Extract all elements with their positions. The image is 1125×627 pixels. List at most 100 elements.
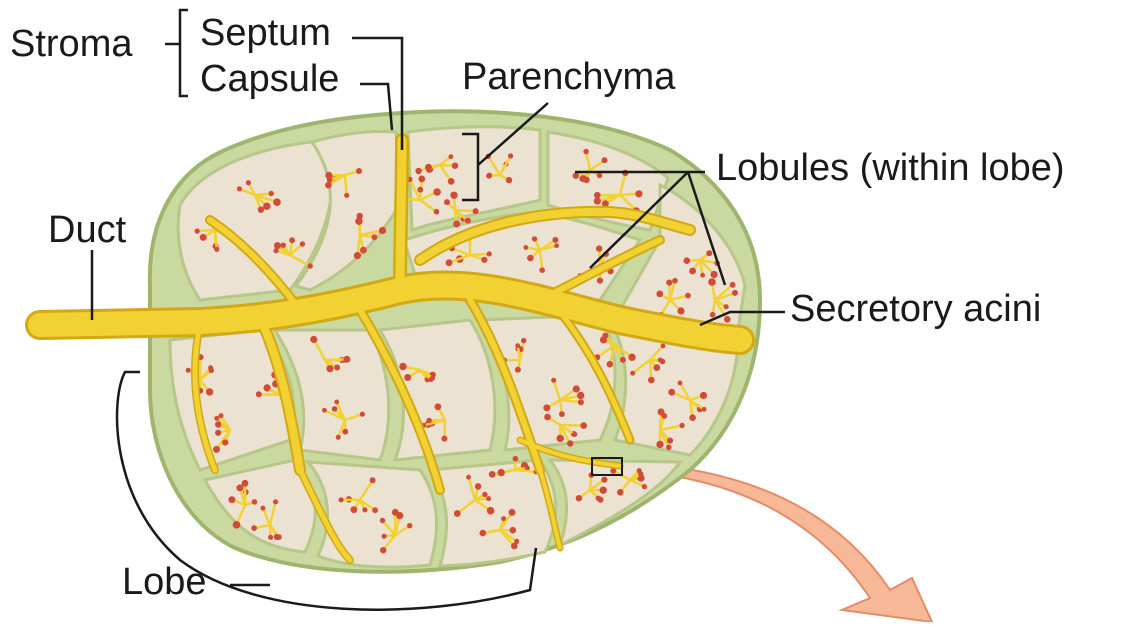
- acinus: [684, 257, 691, 264]
- acinus: [551, 378, 556, 383]
- acinus: [583, 149, 589, 155]
- acinus: [269, 191, 274, 196]
- acinus: [310, 336, 317, 343]
- acinus: [418, 176, 425, 183]
- acinus: [251, 525, 257, 531]
- acinus: [515, 367, 521, 373]
- acinus: [339, 497, 344, 502]
- acinus: [685, 293, 691, 299]
- label-secretory-acini: Secretory acini: [790, 290, 1041, 328]
- acinus: [544, 414, 551, 421]
- acinus: [362, 507, 367, 512]
- acinus: [444, 199, 450, 205]
- acinus: [700, 392, 707, 399]
- label-septum: Septum: [200, 14, 331, 52]
- acinus: [336, 435, 341, 440]
- acinus: [596, 496, 601, 501]
- acinus: [325, 182, 332, 189]
- acinus: [334, 365, 340, 371]
- acinus: [435, 403, 442, 410]
- acinus: [567, 440, 573, 446]
- acinus: [577, 392, 584, 399]
- acinus: [215, 421, 221, 427]
- acinus: [186, 368, 191, 373]
- acinus: [372, 507, 378, 513]
- acinus: [487, 507, 495, 515]
- label-capsule: Capsule: [200, 60, 339, 98]
- acinus: [425, 164, 432, 171]
- acinus: [689, 268, 696, 275]
- acinus: [237, 186, 242, 191]
- acinus: [523, 245, 528, 250]
- acinus: [475, 483, 482, 490]
- acinus: [648, 377, 655, 384]
- acinus: [404, 374, 411, 381]
- acinus: [454, 510, 461, 517]
- acinus: [222, 439, 228, 445]
- acinus: [668, 389, 675, 396]
- label-parenchyma: Parenchyma: [462, 58, 675, 96]
- acinus: [213, 446, 220, 453]
- acinus: [355, 218, 362, 225]
- acinus: [482, 492, 487, 497]
- acinus: [273, 499, 278, 504]
- acinus: [256, 391, 262, 397]
- acinus: [274, 242, 281, 249]
- acinus: [666, 445, 672, 451]
- acinus: [415, 168, 421, 174]
- acinus: [572, 432, 577, 437]
- ductule: [259, 394, 280, 395]
- acinus: [638, 471, 643, 476]
- acinus: [300, 241, 305, 246]
- acinus: [392, 509, 399, 516]
- acinus: [711, 271, 718, 278]
- acinus: [580, 422, 587, 429]
- acinus: [510, 527, 517, 534]
- acinus: [635, 190, 642, 197]
- acinus: [708, 278, 716, 286]
- acinus: [578, 399, 584, 405]
- acinus: [322, 408, 327, 413]
- acinus: [360, 247, 367, 254]
- acinus: [382, 534, 387, 539]
- acinus: [360, 412, 365, 417]
- acinus: [656, 291, 663, 298]
- ductule: [455, 210, 476, 211]
- acinus: [452, 163, 458, 169]
- acinus: [554, 243, 559, 248]
- acinus: [513, 456, 519, 462]
- acinus: [265, 386, 270, 391]
- acinus: [407, 523, 412, 528]
- acinus: [573, 385, 580, 392]
- acinus: [342, 429, 348, 435]
- acinus: [527, 255, 534, 262]
- acinus: [281, 243, 286, 248]
- acinus: [706, 250, 712, 256]
- acinus: [465, 218, 471, 224]
- acinus: [661, 344, 666, 349]
- acinus: [258, 207, 264, 213]
- acinus: [252, 499, 258, 505]
- acinus: [214, 416, 219, 421]
- acinus: [351, 506, 358, 513]
- acinus: [260, 506, 265, 511]
- acinus: [617, 489, 624, 496]
- acinus: [473, 208, 479, 214]
- acinus: [600, 487, 607, 494]
- acinus: [601, 477, 607, 483]
- acinus: [372, 234, 378, 240]
- acinus: [602, 333, 608, 339]
- acinus: [354, 252, 361, 259]
- acinus: [242, 480, 249, 487]
- acinus: [273, 198, 281, 206]
- acinus: [486, 496, 491, 501]
- acinus: [417, 187, 423, 193]
- acinus: [602, 157, 608, 163]
- acinus: [730, 282, 736, 288]
- acinus: [263, 203, 270, 210]
- acinus: [327, 177, 333, 183]
- acinus: [724, 316, 731, 323]
- acinus: [214, 247, 219, 252]
- acinus: [195, 229, 200, 234]
